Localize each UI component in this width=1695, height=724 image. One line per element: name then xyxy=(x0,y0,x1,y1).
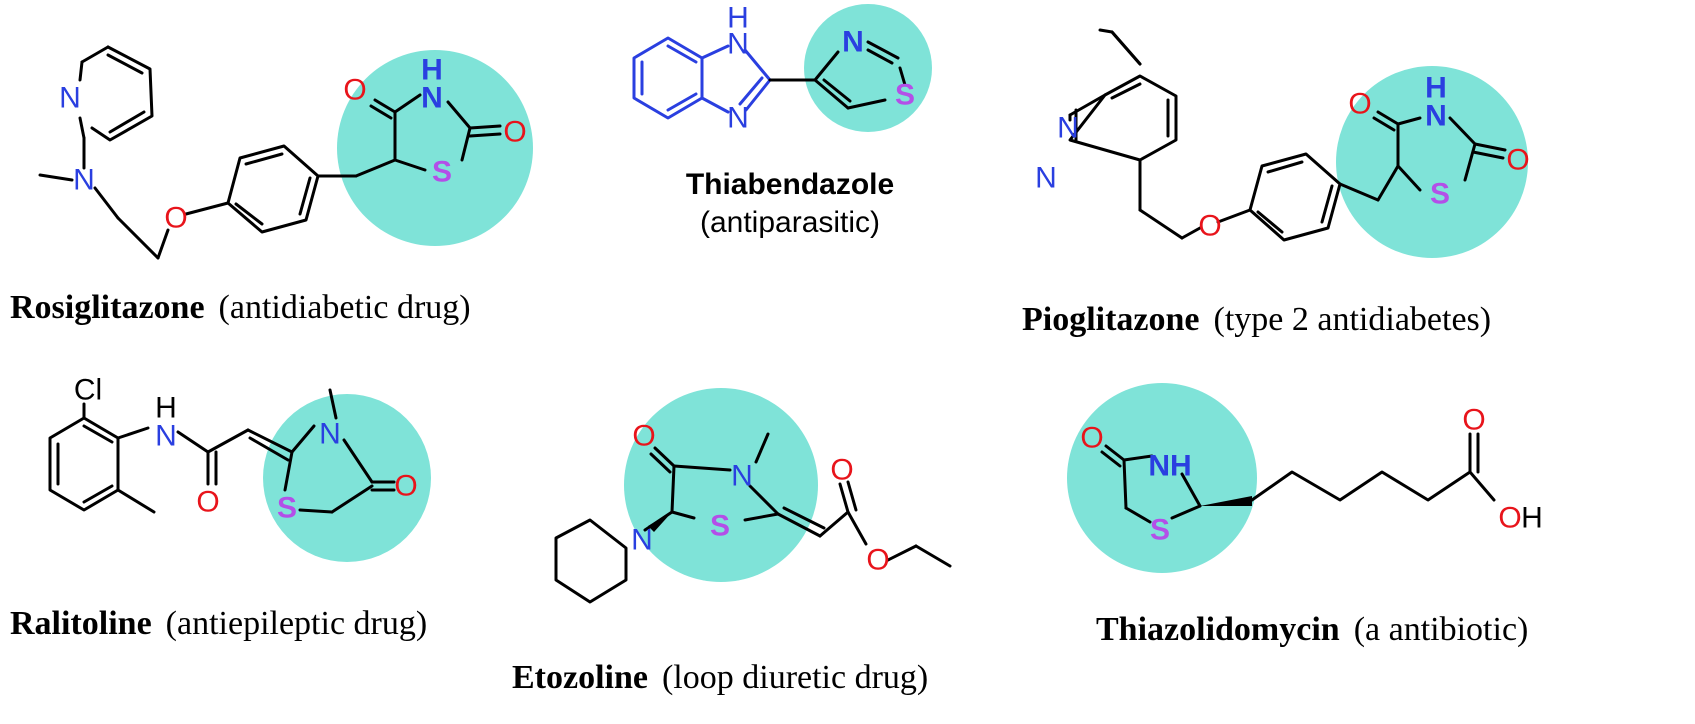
atom-label: O xyxy=(1080,422,1103,455)
thiazolidomycin-structure xyxy=(1100,432,1496,524)
caption-rosiglitazone: Rosiglitazone (antidiabetic drug) xyxy=(10,289,471,326)
atom-label: S xyxy=(1430,178,1450,211)
atom-label: S xyxy=(277,492,297,525)
compound-name: Rosiglitazone xyxy=(10,289,205,326)
atom-label: Cl xyxy=(74,374,102,407)
ralitoline-structure xyxy=(48,388,396,514)
etozoline-structure xyxy=(554,432,952,604)
atom-label: O xyxy=(866,544,889,577)
atom-label: S xyxy=(432,156,452,189)
caption-thiazolidomycin: Thiazolidomycin (a antibiotic) xyxy=(1096,611,1528,648)
atom-label: O xyxy=(1506,144,1529,177)
atom-label: O xyxy=(343,74,366,107)
atom-label: O xyxy=(1462,404,1485,437)
caption-thiabendazole-use: (antiparasitic) xyxy=(700,206,880,239)
atom-label: N xyxy=(731,460,753,493)
thiazolidine-highlight-rosiglitazone xyxy=(337,50,533,246)
thiazolidine-highlight-etozoline xyxy=(624,388,818,582)
atom-label: N xyxy=(842,26,864,59)
atom-label: H xyxy=(421,54,443,87)
atom-label: N xyxy=(73,164,95,197)
atom-label: H xyxy=(1521,502,1543,535)
atom-label: H xyxy=(727,2,749,35)
atom-label: N xyxy=(155,420,177,453)
compound-use: (loop diuretic drug) xyxy=(662,659,928,696)
atom-label: N xyxy=(421,82,443,115)
atom-label: O xyxy=(1498,502,1521,535)
pioglitazone-structure xyxy=(1068,28,1507,242)
atom-label: O xyxy=(394,470,417,503)
atom-label: O xyxy=(632,420,655,453)
atom-label: O xyxy=(1348,88,1371,121)
compound-use: (type 2 antidiabetes) xyxy=(1214,301,1492,338)
thiazolidine-highlight-thiazolidomycin xyxy=(1067,383,1257,573)
compound-name: Ralitoline xyxy=(10,605,152,642)
atom-label: N xyxy=(727,28,749,61)
atom-label: O xyxy=(164,202,187,235)
atom-label: S xyxy=(710,510,730,543)
atom-label: N xyxy=(319,418,341,451)
compound-use: (a antibiotic) xyxy=(1354,611,1529,648)
atom-label: H xyxy=(155,392,177,425)
caption-thiabendazole-name: Thiabendazole xyxy=(686,168,894,201)
caption-etozoline: Etozoline (loop diuretic drug) xyxy=(512,659,928,696)
thiazole-highlight-thiabendazole xyxy=(804,4,932,132)
compound-name: Pioglitazone xyxy=(1022,301,1200,338)
atom-label: NH xyxy=(1148,450,1191,483)
atom-label: N xyxy=(59,82,81,115)
atom-label: O xyxy=(830,454,853,487)
compound-use: (antidiabetic drug) xyxy=(219,289,471,326)
atom-label: S xyxy=(1150,514,1170,547)
thiabendazole-structure xyxy=(632,36,907,120)
compound-name: Thiazolidomycin xyxy=(1096,611,1340,648)
atom-label: N xyxy=(631,524,653,557)
atom-label: N xyxy=(1035,162,1057,195)
atom-label: N xyxy=(1425,100,1447,133)
compound-name: Etozoline xyxy=(512,659,648,696)
rosiglitazone-structure xyxy=(38,45,502,260)
atom-label: O xyxy=(1198,210,1221,243)
atom-label: H xyxy=(1425,72,1447,105)
caption-ralitoline: Ralitoline (antiepileptic drug) xyxy=(10,605,427,642)
atom-label: O xyxy=(196,486,219,519)
atom-label: N xyxy=(1057,112,1079,145)
compound-use: (antiepileptic drug) xyxy=(166,605,428,642)
caption-pioglitazone: Pioglitazone (type 2 antidiabetes) xyxy=(1022,301,1491,338)
atom-label: O xyxy=(503,116,526,149)
atom-label: S xyxy=(895,79,915,112)
atom-label: N xyxy=(727,102,749,135)
